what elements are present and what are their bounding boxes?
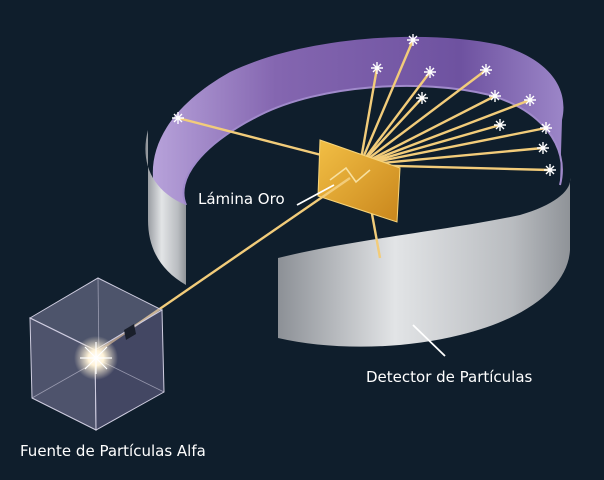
- foil-label: Lámina Oro: [198, 190, 285, 208]
- foil-label-leader: [296, 184, 335, 206]
- gold-foil: [317, 139, 401, 223]
- alpha-source-cube: [28, 277, 165, 431]
- detector-ring-inner-wall: [152, 36, 564, 246]
- detector-ring-outer-wall-left: [145, 130, 186, 285]
- incident-beam: [99, 177, 351, 351]
- source-flash-rays: [80, 342, 112, 374]
- detection-flashes: [172, 34, 556, 176]
- source-label: Fuente de Partículas Alfa: [20, 442, 206, 460]
- detector-label-leader: [412, 324, 446, 357]
- detector-ring-outer-wall-right: [278, 178, 571, 347]
- scattered-beams: [177, 39, 551, 259]
- foil-beam-path: [329, 166, 371, 184]
- detector-label: Detector de Partículas: [366, 368, 533, 386]
